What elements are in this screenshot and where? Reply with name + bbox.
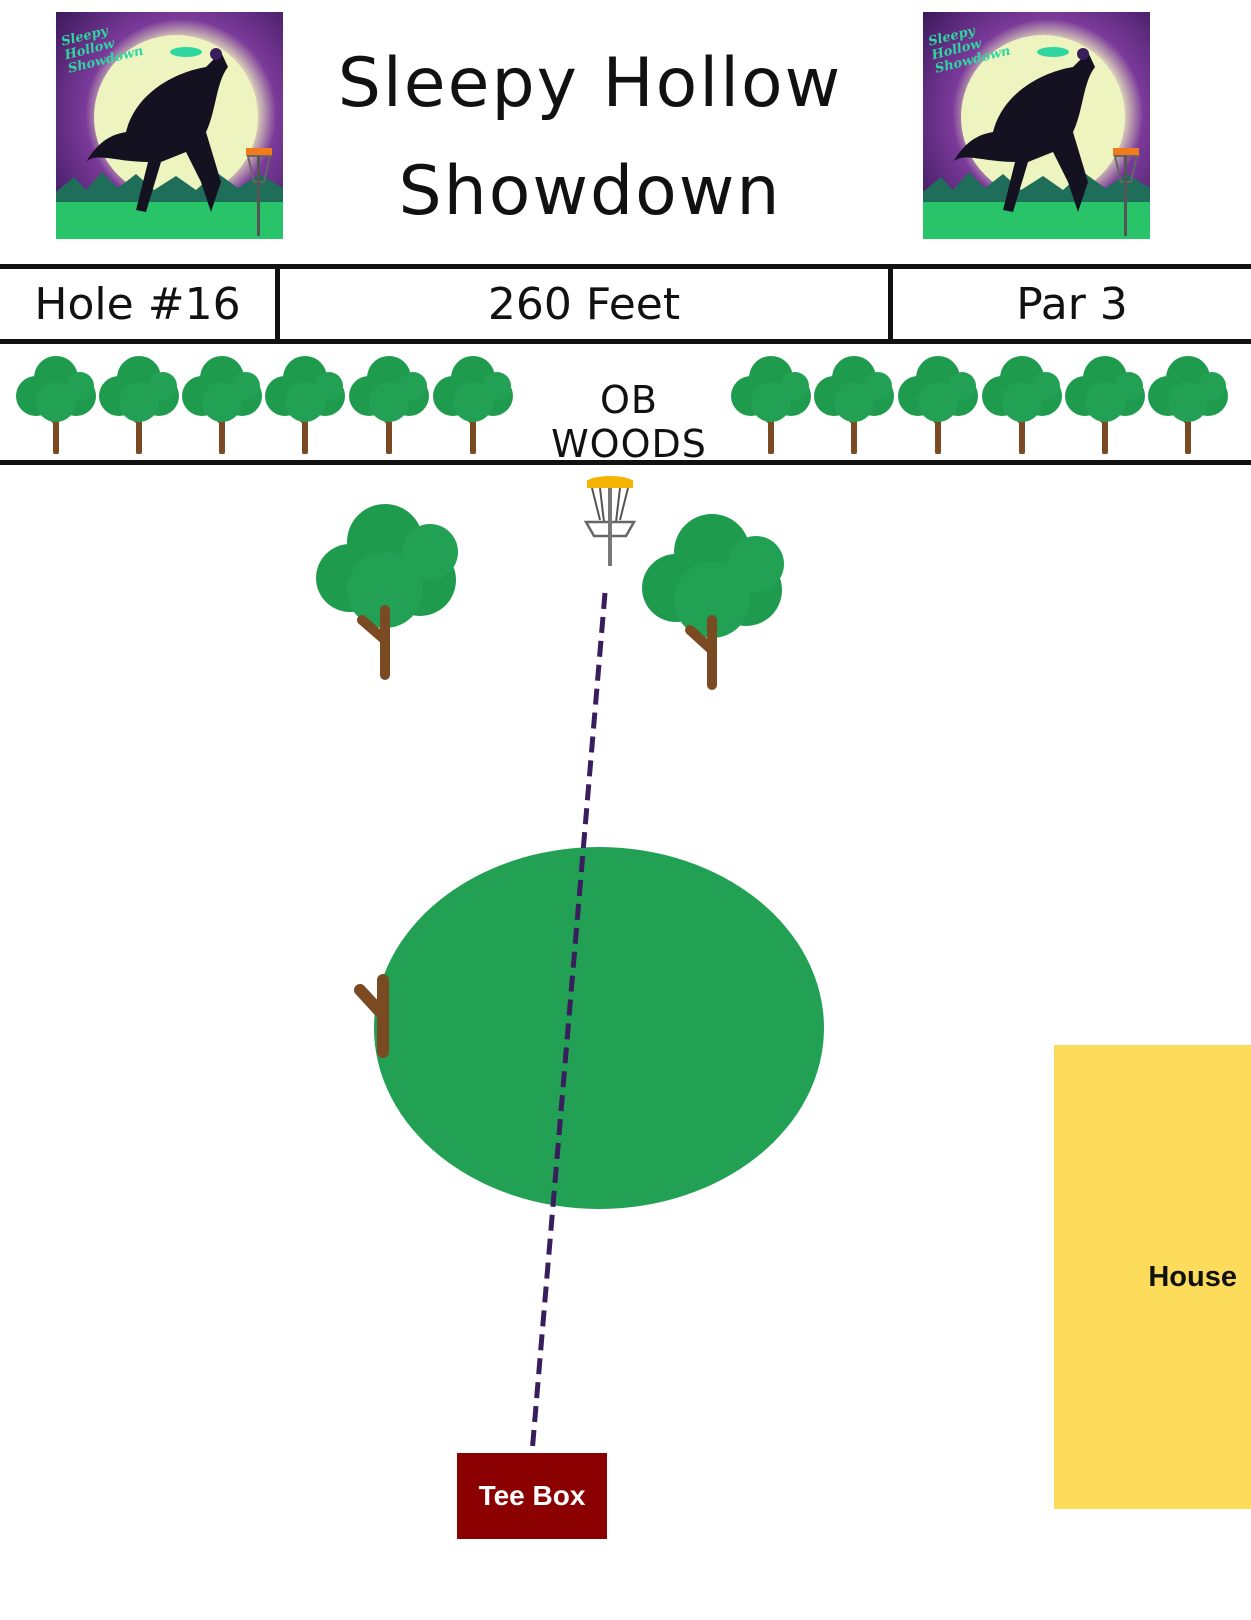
hole-info-bar: Hole #16 260 Feet Par 3	[0, 264, 1251, 344]
tree-icon	[1148, 356, 1228, 454]
hole-map	[0, 470, 1251, 1620]
tree-icon	[433, 356, 513, 454]
disc-golf-basket-icon	[583, 476, 637, 566]
green-mound	[374, 847, 824, 1209]
page-title: Sleepy Hollow Showdown	[290, 30, 890, 246]
tree-icon	[642, 514, 784, 690]
house-ob-zone: House	[1054, 1045, 1251, 1509]
headless-horseman-logo-icon	[923, 12, 1150, 239]
tree-icon	[731, 356, 811, 454]
title-line-1: Sleepy Hollow	[337, 44, 843, 123]
hole-par: Par 3	[1016, 278, 1128, 330]
tee-box: Tee Box	[457, 1453, 607, 1539]
hole-distance: 260 Feet	[280, 269, 893, 339]
title-line-2: Showdown	[398, 152, 782, 231]
tee-box-label: Tee Box	[478, 1480, 586, 1511]
tree-icon	[982, 356, 1062, 454]
tree-icon	[182, 356, 262, 454]
tree-icon	[349, 356, 429, 454]
tree-icon	[814, 356, 894, 454]
tree-icon	[16, 356, 96, 454]
hole-number: Hole #16	[0, 269, 280, 339]
event-logo-right: Sleepy Hollow Showdown	[923, 12, 1150, 239]
event-logo-left: Sleepy Hollow Showdown	[56, 12, 283, 239]
tree-icon	[898, 356, 978, 454]
tree-icon	[99, 356, 179, 454]
hole-layout	[316, 476, 824, 1454]
tree-icon	[1065, 356, 1145, 454]
tree-icon	[316, 504, 458, 1058]
headless-horseman-logo-icon	[56, 12, 283, 239]
ob-woods-band: OB WOODS	[0, 344, 1251, 466]
tree-icon	[265, 356, 345, 454]
ob-label: OB WOODS	[551, 378, 707, 466]
house-label: House	[1148, 1260, 1237, 1293]
